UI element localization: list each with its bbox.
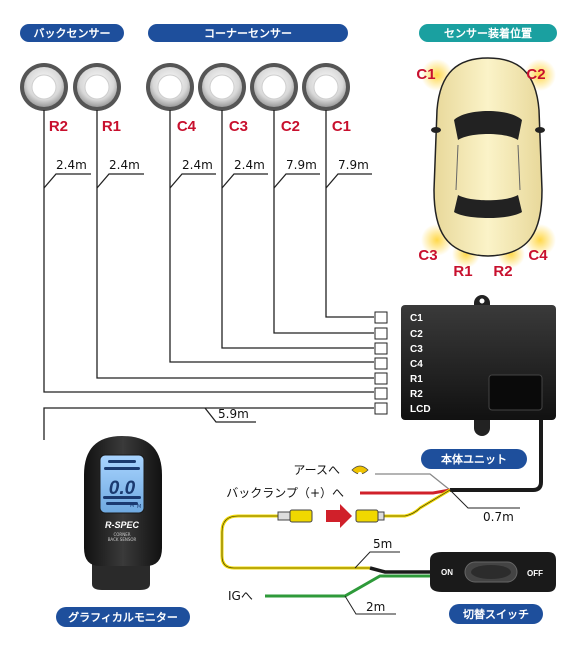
back-sensor-title: バックセンサー xyxy=(34,27,111,40)
svg-text:M: M xyxy=(130,503,134,509)
sensor-c2 xyxy=(250,63,298,111)
port-r2: R2 xyxy=(410,389,423,400)
cable-c4 xyxy=(169,110,374,363)
monitor-lcd-unit: M xyxy=(137,504,141,510)
cable-length-c3: 2.4m xyxy=(234,158,265,172)
back-lamp-label: バックランプ（+）へ xyxy=(226,486,344,500)
ig-label: IGへ xyxy=(228,589,253,603)
switch-off-label: OFF xyxy=(527,569,543,578)
sensor-label-c4: C4 xyxy=(177,118,197,135)
graphical-monitor: M xyxy=(84,436,162,590)
monitor-lcd-reading: 0.0 xyxy=(109,478,136,499)
ground-terminal-icon xyxy=(351,465,369,476)
corner-sensor-title: コーナーセンサー xyxy=(204,27,292,40)
cable-c3 xyxy=(221,110,374,349)
port-c2: C2 xyxy=(410,329,423,340)
sensor-label-r2: R2 xyxy=(49,118,68,135)
monitor-cable-length: 5.9m xyxy=(218,407,249,421)
sensor-c3 xyxy=(198,63,246,111)
connector-yellow-right xyxy=(355,509,385,523)
sensor-r1 xyxy=(73,63,121,111)
cable-r2 xyxy=(43,110,374,393)
connector-yellow-left xyxy=(277,509,313,523)
cable-length-r2: 2.4m xyxy=(56,158,87,172)
lcd-range-bars xyxy=(103,460,141,505)
cable-length-c1: 7.9m xyxy=(338,158,369,172)
graphical-monitor-label: グラフィカルモニター xyxy=(56,607,190,627)
connect-arrow-icon xyxy=(326,504,352,528)
car-label-c4: C4 xyxy=(528,247,548,264)
sensor-label-c2: C2 xyxy=(281,118,300,135)
port-c3: C3 xyxy=(410,344,423,355)
unit-cable-length: 0.7m xyxy=(483,510,514,524)
sensor-label-r1: R1 xyxy=(102,118,121,135)
sensor-c4 xyxy=(146,63,194,111)
sensor-cables xyxy=(43,110,374,440)
toggle-switch xyxy=(430,552,556,592)
cable-r1 xyxy=(96,110,374,379)
car-label-r1: R1 xyxy=(453,263,472,280)
cable-c2 xyxy=(273,110,374,334)
sensor-label-c3: C3 xyxy=(229,118,248,135)
main-unit xyxy=(401,295,556,436)
cable-length-c4: 2.4m xyxy=(182,158,213,172)
power-wiring xyxy=(220,420,543,615)
port-lcd: LCD xyxy=(410,404,431,415)
switch-cable-length: 5m xyxy=(373,537,392,551)
svg-text:グラフィカルモニター: グラフィカルモニター xyxy=(68,610,178,624)
unit-port-boxes xyxy=(374,311,388,415)
switch-label: 切替スイッチ xyxy=(449,604,543,624)
ground-label: アースへ xyxy=(293,463,340,477)
port-c1: C1 xyxy=(410,313,423,324)
back-sensor-header: バックセンサー xyxy=(20,24,124,42)
port-r1: R1 xyxy=(410,374,423,385)
cable-length-c2: 7.9m xyxy=(286,158,317,172)
monitor-model-1: CORNER xyxy=(113,532,130,537)
car-label-c1: C1 xyxy=(416,66,435,83)
sensor-r2 xyxy=(20,63,68,111)
car-label-c2: C2 xyxy=(526,66,545,83)
port-c4: C4 xyxy=(410,359,423,370)
main-unit-label: 本体ユニット xyxy=(421,449,527,469)
car-label-c3: C3 xyxy=(418,247,437,264)
svg-text:切替スイッチ: 切替スイッチ xyxy=(463,607,529,621)
monitor-brand: R-SPEC xyxy=(105,520,140,530)
svg-text:本体ユニット: 本体ユニット xyxy=(441,452,507,466)
monitor-model-2: BACK SENSOR xyxy=(108,537,137,542)
cable-length-r1: 2.4m xyxy=(109,158,140,172)
sensor-c1 xyxy=(302,63,350,111)
car-illustration xyxy=(421,57,556,268)
sensor-label-c1: C1 xyxy=(332,118,351,135)
sensor-position-header: センサー装着位置 xyxy=(419,24,557,42)
corner-sensor-header: コーナーセンサー xyxy=(148,24,348,42)
switch-on-label: ON xyxy=(441,568,453,577)
cable-c1 xyxy=(325,110,374,318)
car-label-r2: R2 xyxy=(493,263,512,280)
ig-cable-length: 2m xyxy=(366,600,385,614)
sensor-position-title: センサー装着位置 xyxy=(444,26,532,40)
